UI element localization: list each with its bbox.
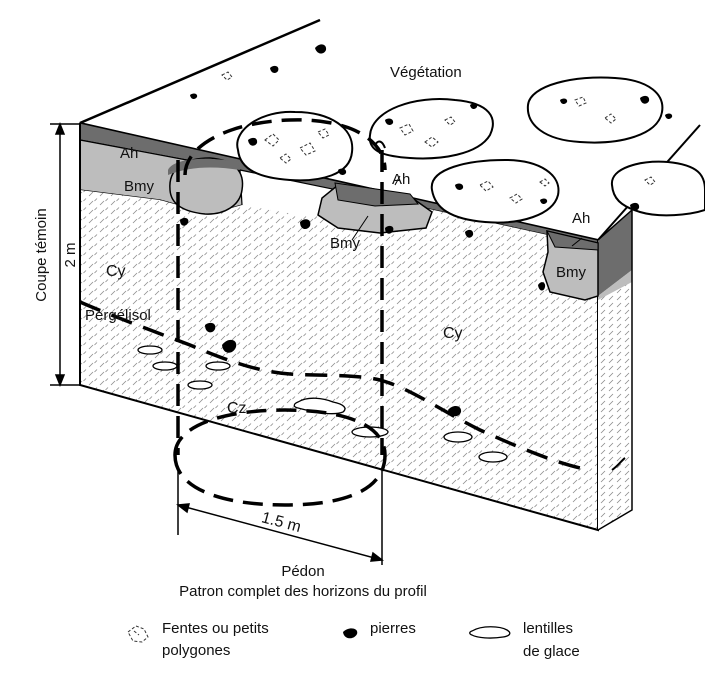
width-dimension	[176, 470, 384, 565]
pergelisol-label: Pergélisol	[85, 307, 151, 324]
horizon-leaders	[351, 175, 583, 247]
permafrost-table-line	[79, 300, 626, 472]
coupe-temoin-label: Coupe témoin	[33, 208, 50, 301]
legend-ice-icon	[469, 626, 511, 639]
cy-label-left: Cy	[106, 263, 126, 280]
right-profile-block	[542, 230, 599, 301]
legend-ice-line2: de glace	[523, 643, 580, 660]
stone-symbols	[180, 44, 673, 417]
depth-label: 2 m	[62, 242, 79, 267]
bmy-label-right: Bmy	[556, 264, 587, 281]
legend-stone-icon	[343, 628, 358, 639]
width-label: 1.5 m	[260, 509, 303, 536]
pedon-caption: Patron complet des horizons du profil	[179, 583, 427, 600]
legend-stones-label: pierres	[370, 620, 416, 637]
crack-symbols	[221, 71, 656, 204]
ah-label-right: Ah	[572, 210, 590, 227]
cy-label-right: Cy	[443, 325, 463, 342]
legend-cracks-line2: polygones	[162, 642, 230, 659]
central-profile-pocket	[317, 182, 433, 234]
bmy-label-center: Bmy	[330, 235, 361, 252]
vegetation-label: Végétation	[390, 64, 462, 81]
ah-label-center: Ah	[392, 171, 410, 188]
legend: Fentes ou petits polygones pierres lenti…	[127, 620, 580, 660]
ah-label-left: Ah	[120, 145, 138, 162]
depth-dimension	[50, 121, 80, 388]
cz-label: Cz	[227, 400, 247, 417]
legend-ice-line1: lentilles	[523, 620, 573, 637]
right-face	[597, 208, 633, 531]
vegetation-clumps	[168, 76, 705, 224]
pedon-label: Pédon	[281, 563, 324, 580]
pedon-cylinder	[173, 118, 387, 507]
bmy-label-left: Bmy	[124, 178, 155, 195]
legend-crack-icon	[127, 625, 149, 643]
legend-cracks-line1: Fentes ou petits	[162, 620, 269, 637]
